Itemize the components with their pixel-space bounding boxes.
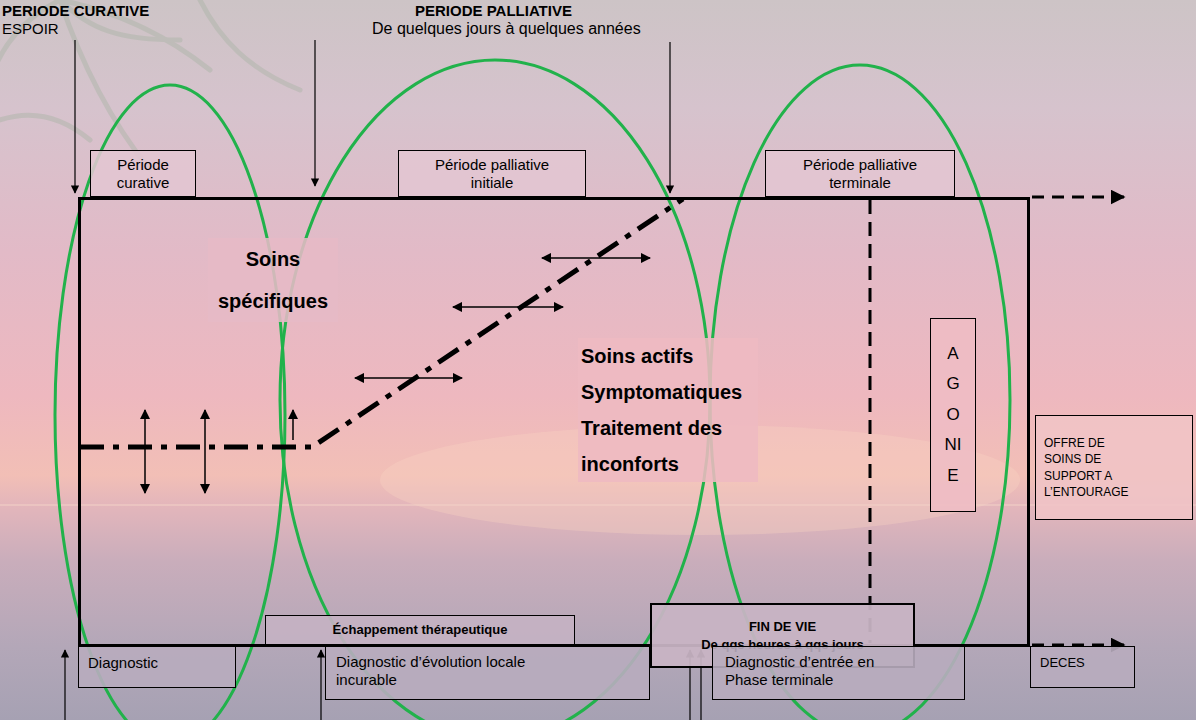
box-text: OFFRE DE SOINS DE SUPPORT A L’ENTOURAGE [1044,435,1136,500]
event-box: Échappement thérapeutique [265,615,575,645]
period-box: Période palliative terminale [765,150,955,197]
box-text: Échappement thérapeutique [333,622,508,638]
care-heading: Soins spécifiques [208,238,338,322]
box-text: Diagnostic d’évolution locale incurable [336,653,551,689]
period-box: Période palliative initiale [398,150,586,197]
box-text: Diagnostic d’entrée en Phase terminale [725,653,893,689]
period-heading: PERIODE PALLIATIVE [415,2,572,19]
pointer-arrow [314,40,315,186]
pointer-arrow [74,40,75,193]
fluctuation-arrow [204,410,206,493]
fluctuation-arrow [542,257,650,259]
event-box: DECES [1030,646,1135,688]
phase-ellipses [55,60,1010,720]
vertical-label: AGONIE [945,339,962,492]
period-note: ESPOIR [2,20,59,37]
box-text: Période palliative initiale [417,156,567,192]
horizon-line [0,504,1196,506]
palm-frond [200,0,300,90]
timeline-frame: Soins spécifiquesSoins actifs Symptomati… [78,197,1030,647]
timeline-lines [65,40,1124,720]
fluctuation-arrow [292,410,294,440]
time-axis-extension [1032,196,1124,199]
event-box: Diagnostic d’évolution locale incurable [325,646,650,700]
period-box: Période curative [90,150,196,197]
box-text: Diagnostic [88,654,158,672]
box-text: Période curative [97,156,189,192]
agony-box: AGONIE [930,318,976,512]
pointer-arrow [669,42,670,193]
pointer-arrow [320,650,321,720]
event-box: Diagnostic [78,646,236,688]
pointer-arrow [64,650,65,720]
fluctuation-arrow [355,377,462,379]
terminal-divider [869,200,872,643]
event-box: Diagnostic d’entrée en Phase terminale [712,646,965,700]
fluctuation-arrow [144,410,146,493]
box-text: DECES [1040,655,1085,671]
support-box: OFFRE DE SOINS DE SUPPORT A L’ENTOURAGE [1035,415,1193,520]
care-heading: Soins actifs Symptomatiques Traitement d… [578,338,758,482]
box-text: FIN DE VIE [749,618,816,636]
phase-ellipse [55,85,285,720]
palm-frond [0,115,90,140]
period-note: De quelques jours à quelques années [372,20,641,38]
box-text: Période palliative terminale [785,156,935,192]
period-heading: PERIODE CURATIVE [2,2,149,19]
palm-silhouette [0,0,300,170]
fluctuation-arrow [453,306,563,308]
